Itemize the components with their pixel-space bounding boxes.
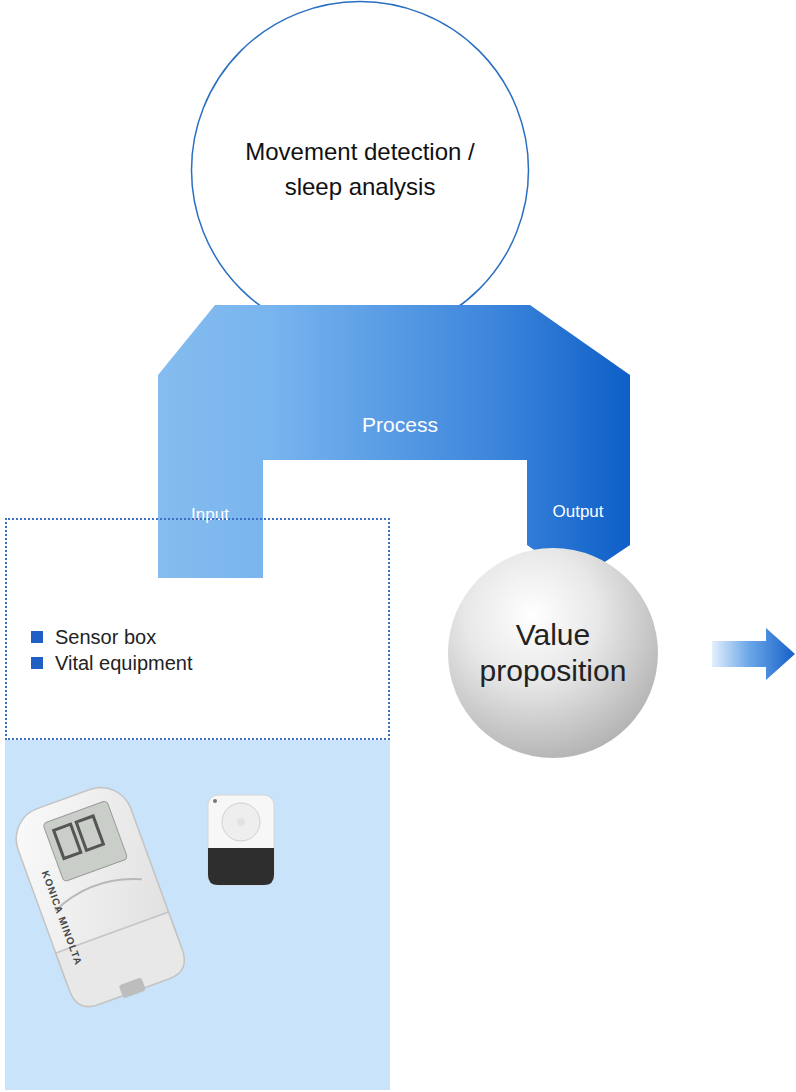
input-item: Vital equipment bbox=[55, 652, 193, 675]
bullet-square bbox=[31, 631, 43, 643]
circle-outline bbox=[190, 0, 530, 340]
circle-label: Movement detection / sleep analysis bbox=[220, 135, 500, 205]
sphere-shape bbox=[448, 548, 658, 758]
bullet-row: Sensor box bbox=[31, 624, 388, 650]
band-input: Input bbox=[191, 505, 229, 525]
pulse-oximeter bbox=[7, 779, 191, 1015]
sensor-box bbox=[208, 795, 274, 885]
value-label: Value proposition bbox=[463, 617, 643, 689]
photo-panel bbox=[5, 740, 390, 1090]
band-output: Output bbox=[552, 502, 603, 522]
value-sphere: Value proposition bbox=[448, 548, 658, 758]
band-heading: Process bbox=[362, 413, 438, 437]
output-arrow bbox=[712, 628, 795, 680]
bullet-square bbox=[31, 657, 43, 669]
input-item: Sensor box bbox=[55, 626, 156, 649]
input-box: Sensor boxVital equipment bbox=[5, 518, 390, 740]
process-circle: Movement detection / sleep analysis bbox=[190, 0, 530, 340]
bullet-row: Vital equipment bbox=[31, 650, 388, 676]
process-band: ProcessInput Output bbox=[150, 300, 640, 585]
band-shape bbox=[150, 300, 640, 585]
